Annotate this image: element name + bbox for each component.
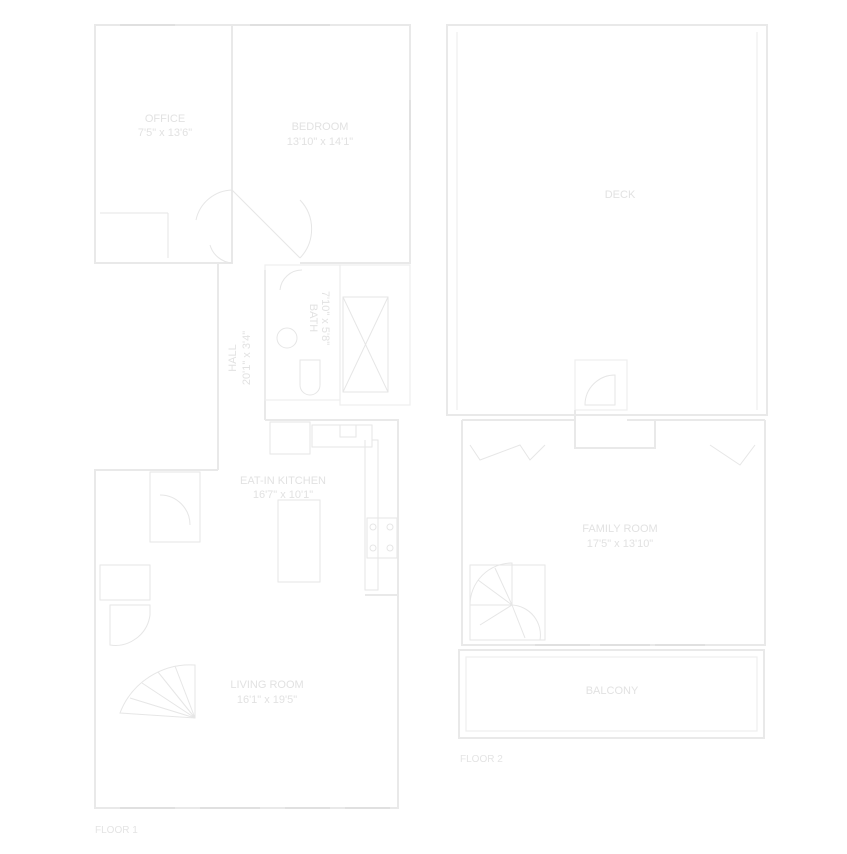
floor-2-plan <box>446 24 768 739</box>
bedroom-label: BEDROOM <box>292 121 349 133</box>
living-room-label: LIVING ROOM <box>230 679 303 691</box>
spiral-staircase-upper <box>469 562 513 606</box>
hall-dims: 20'1" x 3'4" <box>241 331 253 385</box>
office-walls <box>94 24 233 264</box>
bedroom-dims: 13'10" x 14'1" <box>287 136 354 148</box>
office-label: OFFICE <box>145 113 185 125</box>
family-window-left <box>469 444 546 461</box>
balcony-walls <box>458 649 765 739</box>
sink <box>276 327 298 349</box>
floor-2-caption: FLOOR 2 <box>460 754 503 765</box>
bath-closet <box>339 264 411 406</box>
kitchen-side-counter <box>364 439 379 591</box>
office-door-swing <box>195 189 271 229</box>
kitchen-dims: 16'7" x 10'1" <box>253 489 313 501</box>
balcony-label: BALCONY <box>586 685 639 697</box>
toilet <box>299 359 321 396</box>
stair-enclosure <box>574 359 628 411</box>
deck-label: DECK <box>605 189 636 201</box>
bedroom-door-swing <box>269 199 313 259</box>
kitchen-label: EAT-IN KITCHEN <box>240 475 326 487</box>
kitchen-walls <box>265 419 399 595</box>
kitchen-island <box>277 499 321 583</box>
spiral-staircase <box>119 664 196 719</box>
kitchen-counter <box>311 424 373 448</box>
family-room-label: FAMILY ROOM <box>582 523 657 535</box>
refrigerator <box>269 421 311 455</box>
deck-walls <box>446 24 768 416</box>
living-room-dims: 16'1" x 19'5" <box>237 694 297 706</box>
bath-label: BATH <box>307 304 319 333</box>
family-window-right <box>709 444 756 466</box>
living-room-walls <box>94 469 399 809</box>
stove <box>366 517 398 559</box>
office-dims: 7'5" x 13'6" <box>138 127 192 139</box>
family-room-dims: 17'5" x 13'10" <box>587 538 654 550</box>
hall-label: HALL <box>227 344 239 372</box>
floor-1-plan <box>94 24 411 809</box>
floor-1-caption: FLOOR 1 <box>95 825 138 836</box>
living-door-swing <box>109 604 151 646</box>
closet <box>149 471 201 543</box>
shower <box>342 296 389 393</box>
bath-dims: 7'10" x 5'8" <box>319 291 331 345</box>
